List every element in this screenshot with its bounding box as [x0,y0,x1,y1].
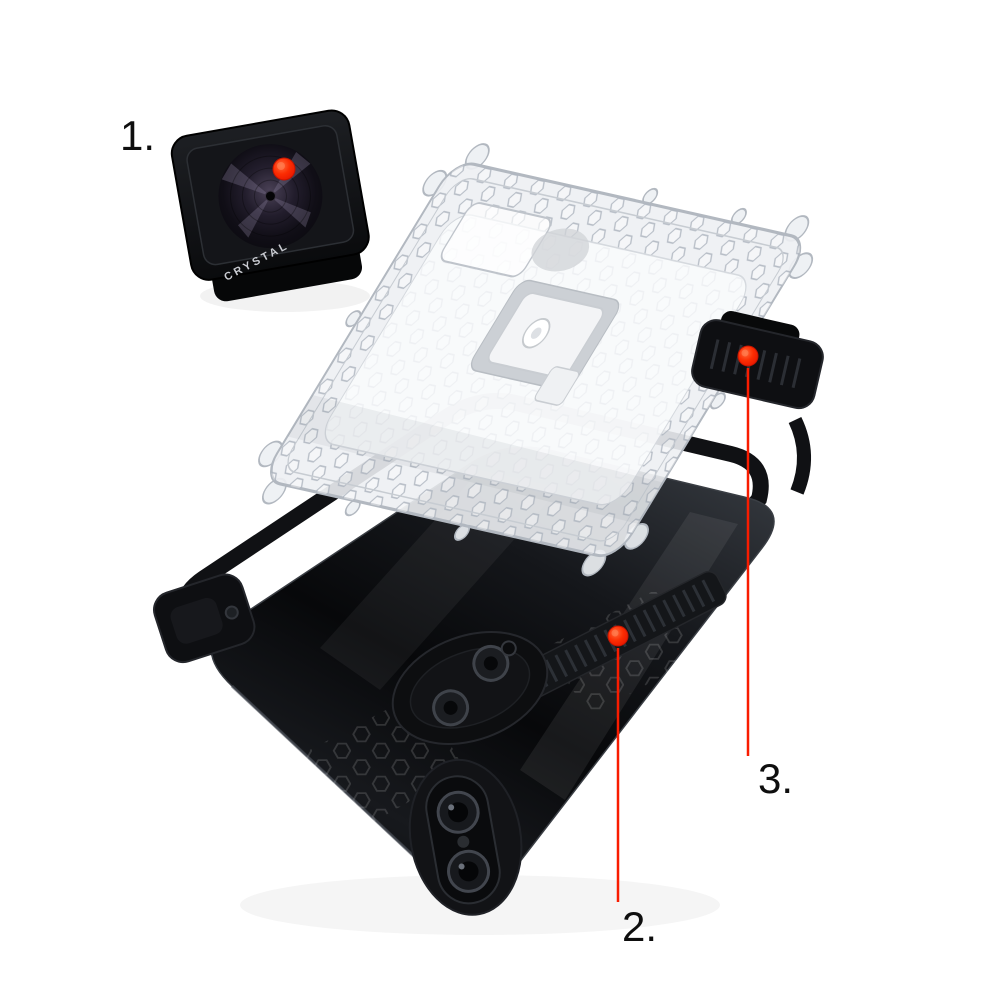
camera-module [408,758,523,916]
callout-dot-1-highlight [277,162,285,170]
phone-part [153,446,775,916]
ring-mount [391,630,549,746]
callout-dot-3-highlight [741,349,749,357]
case-inner-outline [287,178,784,542]
kickstand-recess [470,279,620,406]
callout-dot-2 [607,625,629,647]
clear-case-part [258,143,814,577]
callout-label-3: 3. [758,755,793,802]
callout-dot-1 [272,157,296,181]
callout-label-2: 2. [622,903,657,950]
camera-flash [457,835,470,848]
camera-seen-through [531,228,590,272]
callout-label-1: 1. [120,112,155,159]
callout-dot-3 [737,345,759,367]
callout-annotations: 1. 2. 3. [120,112,793,950]
case-shadow-band [287,395,663,524]
bumper-corner-top-right [691,311,824,495]
callout-dot-2-highlight [611,629,619,637]
bumper-right-rail [788,416,812,495]
kickstand-plate-part: CRYSTAL [170,109,370,302]
bumper-corner-left [153,573,256,664]
